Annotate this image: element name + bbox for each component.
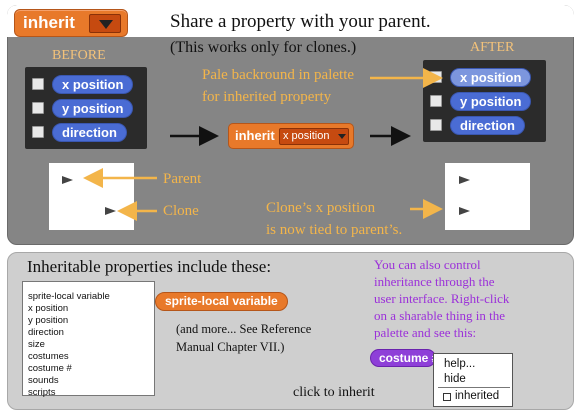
list-item: costumes [28,351,69,362]
purple-note-line: palette and see this: [374,325,477,340]
inherit-block-label: inherit [235,128,275,143]
stage-after [445,163,530,230]
list-item: costume # [28,363,72,374]
list-item: direction [28,327,64,338]
more-note-line2: Manual Chapter VII.) [176,340,285,354]
sprite-local-variable-block[interactable]: sprite-local variable [155,292,288,311]
clone-sprite-icon [459,207,470,215]
inheritable-heading: Inheritable properties include these: [27,257,272,276]
more-note-line1: (and more... See Reference [176,322,312,336]
menu-item-inherited[interactable]: inherited [455,390,500,402]
direction-block[interactable]: direction [52,123,127,142]
parent-sprite-icon [62,176,73,184]
clone-label: Clone [163,203,199,219]
click-to-inherit-note: click to inherit [293,385,375,400]
context-menu: help... hide inherited [433,353,513,407]
list-item: sounds [28,375,59,386]
checkbox[interactable] [430,119,442,131]
checkbox[interactable] [430,95,442,107]
list-item: scripts [28,387,56,398]
list-item: sprite-local variable [28,291,110,302]
clone-note-line2: is now tied to parent’s. [266,222,403,238]
dropdown-value: x position [283,130,330,142]
dropdown-arrow-icon [338,134,346,139]
palette-after: x position y position direction [423,60,546,142]
before-label: BEFORE [52,48,106,63]
purple-note-line: You can also control [374,257,481,272]
inherit-x-position-block[interactable]: inherit x position [228,123,354,149]
dropdown-arrow-icon [99,20,113,29]
x-position-block-inherited[interactable]: x position [450,68,532,87]
inherit-block[interactable]: inherit [14,9,128,37]
menu-divider [438,387,510,388]
checkbox[interactable] [32,126,44,138]
after-label: AFTER [470,40,515,55]
direction-block[interactable]: direction [450,116,525,135]
inherit-dropdown[interactable] [89,14,121,33]
purple-note-line: user interface. Right-click [374,291,510,306]
costume-number-block[interactable]: costume # [370,349,438,367]
list-item: size [28,339,45,350]
property-list: sprite-local variable x position y posit… [22,281,155,398]
y-position-block[interactable]: y position [52,99,134,118]
inherit-dropdown[interactable]: x position [279,128,349,145]
purple-note-line: inheritance through the [374,274,495,289]
menu-item-help[interactable]: help... [444,358,476,370]
y-position-block[interactable]: y position [450,92,532,111]
menu-checkbox[interactable] [443,393,451,401]
page-subtitle: (This works only for clones.) [170,39,357,56]
purple-note-line: on a sharable thing in the [374,308,506,323]
checkbox[interactable] [32,102,44,114]
clone-sprite-icon [105,207,116,215]
list-item: x position [28,303,69,314]
x-position-block[interactable]: x position [52,75,134,94]
list-item: y position [28,315,69,326]
purple-note: You can also control inheritance through… [374,256,509,341]
palette-before: x position y position direction [25,67,147,149]
inherit-block-label: inherit [23,13,75,32]
pale-note-line1: Pale backround in palette [202,67,355,83]
checkbox[interactable] [32,78,44,90]
pale-note-line2: for inherited property [202,89,332,105]
parent-sprite-icon [459,176,470,184]
menu-item-hide[interactable]: hide [444,373,466,385]
clone-note-line1: Clone’s x position [266,200,376,216]
page-title: Share a property with your parent. [170,11,431,32]
parent-label: Parent [163,171,202,187]
